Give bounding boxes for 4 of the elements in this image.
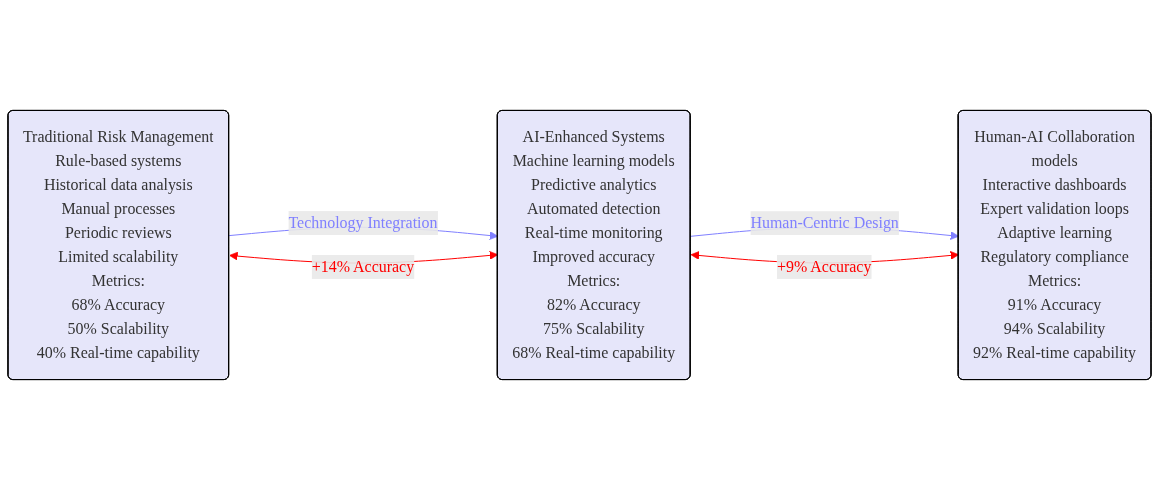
- edge-label: +14% Accuracy: [311, 257, 415, 275]
- edge-label: +9% Accuracy: [776, 257, 872, 275]
- edge-label: Technology Integration: [288, 214, 438, 232]
- edge-label: Human-Centric Design: [750, 214, 899, 232]
